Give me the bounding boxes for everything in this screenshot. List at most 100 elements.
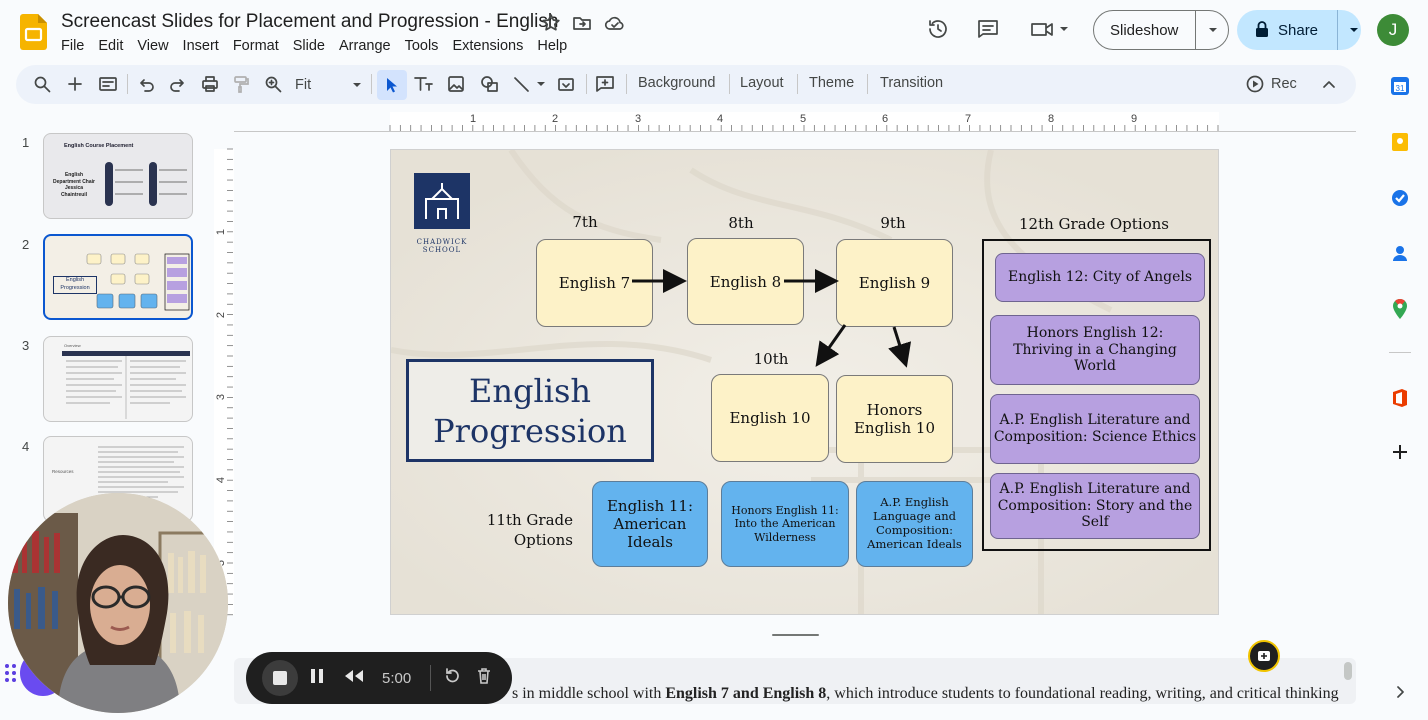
ruler-label-8: 8 xyxy=(1048,113,1055,125)
course-honors-english-12[interactable]: Honors English 12: Thriving in a Changin… xyxy=(990,315,1200,385)
slide-thumbnail-3[interactable]: Overview xyxy=(43,336,193,422)
comments-icon[interactable] xyxy=(976,17,1000,46)
chevron-down-icon[interactable] xyxy=(1207,21,1219,39)
webcam-video[interactable] xyxy=(8,493,228,713)
show-side-panel-icon[interactable] xyxy=(1394,685,1406,704)
slide-canvas[interactable]: CHADWICK SCHOOL 7th 8th 9th 10th 12th Gr… xyxy=(390,149,1219,615)
theme-button[interactable]: Theme xyxy=(809,75,855,91)
share-button[interactable]: Share xyxy=(1237,10,1361,50)
course-english-11[interactable]: English 11: American Ideals xyxy=(592,481,708,567)
paint-format-icon[interactable] xyxy=(232,75,250,98)
notes-text-pre: s in middle school with xyxy=(512,685,666,702)
tasks-icon[interactable] xyxy=(1390,188,1410,213)
notes-scrollbar[interactable] xyxy=(1344,662,1352,680)
text-box-icon[interactable] xyxy=(413,75,433,98)
menu-slide[interactable]: Slide xyxy=(292,38,325,54)
slide-title-box[interactable]: English Progression xyxy=(406,359,654,462)
select-tool-icon[interactable] xyxy=(377,70,407,100)
side-panel-divider xyxy=(1389,352,1411,353)
grade-12-options-frame xyxy=(982,239,1211,551)
menu-format[interactable]: Format xyxy=(232,38,279,54)
menu-file[interactable]: File xyxy=(61,38,85,54)
contacts-icon[interactable] xyxy=(1390,243,1410,268)
ruler-label-6: 6 xyxy=(882,113,889,125)
zoom-select[interactable]: Fit xyxy=(295,74,363,96)
toolbar-divider xyxy=(371,74,372,94)
menu-arrange[interactable]: Arrange xyxy=(338,38,391,54)
course-english-10[interactable]: English 10 xyxy=(711,374,829,462)
move-folder-icon[interactable] xyxy=(572,13,592,38)
menu-extensions[interactable]: Extensions xyxy=(452,38,524,54)
trash-icon xyxy=(478,667,490,684)
print-icon[interactable] xyxy=(201,75,219,98)
speaker-notes-text: s in middle school with English 7 and En… xyxy=(512,685,1339,703)
ruler-label-2: 2 xyxy=(552,113,559,125)
stop-recording-button[interactable] xyxy=(262,660,298,696)
slide-title-line: Progression xyxy=(433,411,627,450)
zoom-value: Fit xyxy=(295,77,312,93)
course-honors-english-11[interactable]: Honors English 11: Into the American Wil… xyxy=(721,481,849,567)
delete-recording-button[interactable] xyxy=(475,667,493,690)
course-english-7[interactable]: English 7 xyxy=(536,239,653,327)
drag-handle-icon[interactable] xyxy=(4,662,18,689)
transition-button[interactable]: Transition xyxy=(880,75,944,91)
course-english-9[interactable]: English 9 xyxy=(836,239,953,327)
add-comment-icon[interactable] xyxy=(595,75,615,98)
maps-icon[interactable] xyxy=(1391,298,1409,325)
menu-tools[interactable]: Tools xyxy=(404,38,439,54)
restart-recording-button[interactable] xyxy=(443,667,461,690)
rec-button[interactable]: Rec xyxy=(1245,74,1297,94)
star-icon[interactable] xyxy=(541,13,561,38)
shape-icon[interactable] xyxy=(480,75,500,98)
redo-icon[interactable] xyxy=(169,75,187,98)
course-ap-lit-story-self[interactable]: A.P. English Literature and Composition:… xyxy=(990,473,1200,539)
course-ap-english-language[interactable]: A.P. English Language and Composition: A… xyxy=(856,481,973,567)
vruler-label-4: 4 xyxy=(215,476,228,484)
add-addon-icon[interactable] xyxy=(1391,443,1409,466)
layout-picker-icon[interactable] xyxy=(98,75,118,98)
layout-button[interactable]: Layout xyxy=(740,75,784,91)
calendar-icon[interactable]: 31 xyxy=(1390,76,1410,101)
office-addon-icon[interactable] xyxy=(1391,388,1409,413)
horizontal-ruler xyxy=(234,112,1356,132)
menu-insert[interactable]: Insert xyxy=(182,38,219,54)
search-menus-icon[interactable] xyxy=(33,75,51,98)
replace-image-icon[interactable] xyxy=(557,75,575,98)
record-icon xyxy=(1246,75,1264,93)
document-title[interactable]: Screencast Slides for Placement and Prog… xyxy=(61,11,559,32)
rewind-button[interactable] xyxy=(344,668,364,689)
lock-icon xyxy=(1254,20,1270,43)
background-button[interactable]: Background xyxy=(638,75,716,91)
course-ap-lit-science-ethics[interactable]: A.P. English Literature and Composition:… xyxy=(990,394,1200,464)
course-honors-english-10[interactable]: Honors English 10 xyxy=(836,375,953,463)
slide-thumbnail-1[interactable]: English Course Placement English Departm… xyxy=(43,133,193,219)
course-line: Ideals xyxy=(627,533,673,551)
collapse-toolbar-icon[interactable] xyxy=(1321,77,1337,96)
keep-icon[interactable] xyxy=(1390,132,1410,157)
course-line: American xyxy=(613,515,687,533)
account-avatar[interactable]: J xyxy=(1377,14,1409,46)
slide-thumbnail-2[interactable]: English Progression xyxy=(43,234,193,320)
grade-10-label: 10th xyxy=(753,350,789,368)
undo-icon[interactable] xyxy=(137,75,155,98)
vertical-ruler xyxy=(214,132,234,632)
chevron-down-icon[interactable] xyxy=(1348,21,1360,39)
course-english-8[interactable]: English 8 xyxy=(687,238,804,325)
image-icon[interactable] xyxy=(447,75,465,98)
new-slide-icon[interactable] xyxy=(66,75,84,98)
menu-view[interactable]: View xyxy=(137,38,169,54)
line-icon[interactable] xyxy=(512,75,552,98)
meet-icon[interactable] xyxy=(1030,17,1074,46)
recording-control-bar: 5:00 xyxy=(246,652,512,704)
assistant-bubble-icon[interactable] xyxy=(1248,640,1280,672)
course-english-12-city-of-angels[interactable]: English 12: City of Angels xyxy=(995,253,1205,302)
slides-logo[interactable] xyxy=(20,14,47,50)
menu-edit[interactable]: Edit xyxy=(98,38,124,54)
cloud-saved-icon[interactable] xyxy=(604,13,626,38)
version-history-icon[interactable] xyxy=(926,17,950,46)
pause-button[interactable] xyxy=(310,668,324,689)
notes-resize-handle[interactable] xyxy=(772,634,819,636)
slideshow-button[interactable]: Slideshow xyxy=(1093,10,1229,50)
menu-help[interactable]: Help xyxy=(537,38,568,54)
zoom-icon[interactable] xyxy=(264,75,282,98)
